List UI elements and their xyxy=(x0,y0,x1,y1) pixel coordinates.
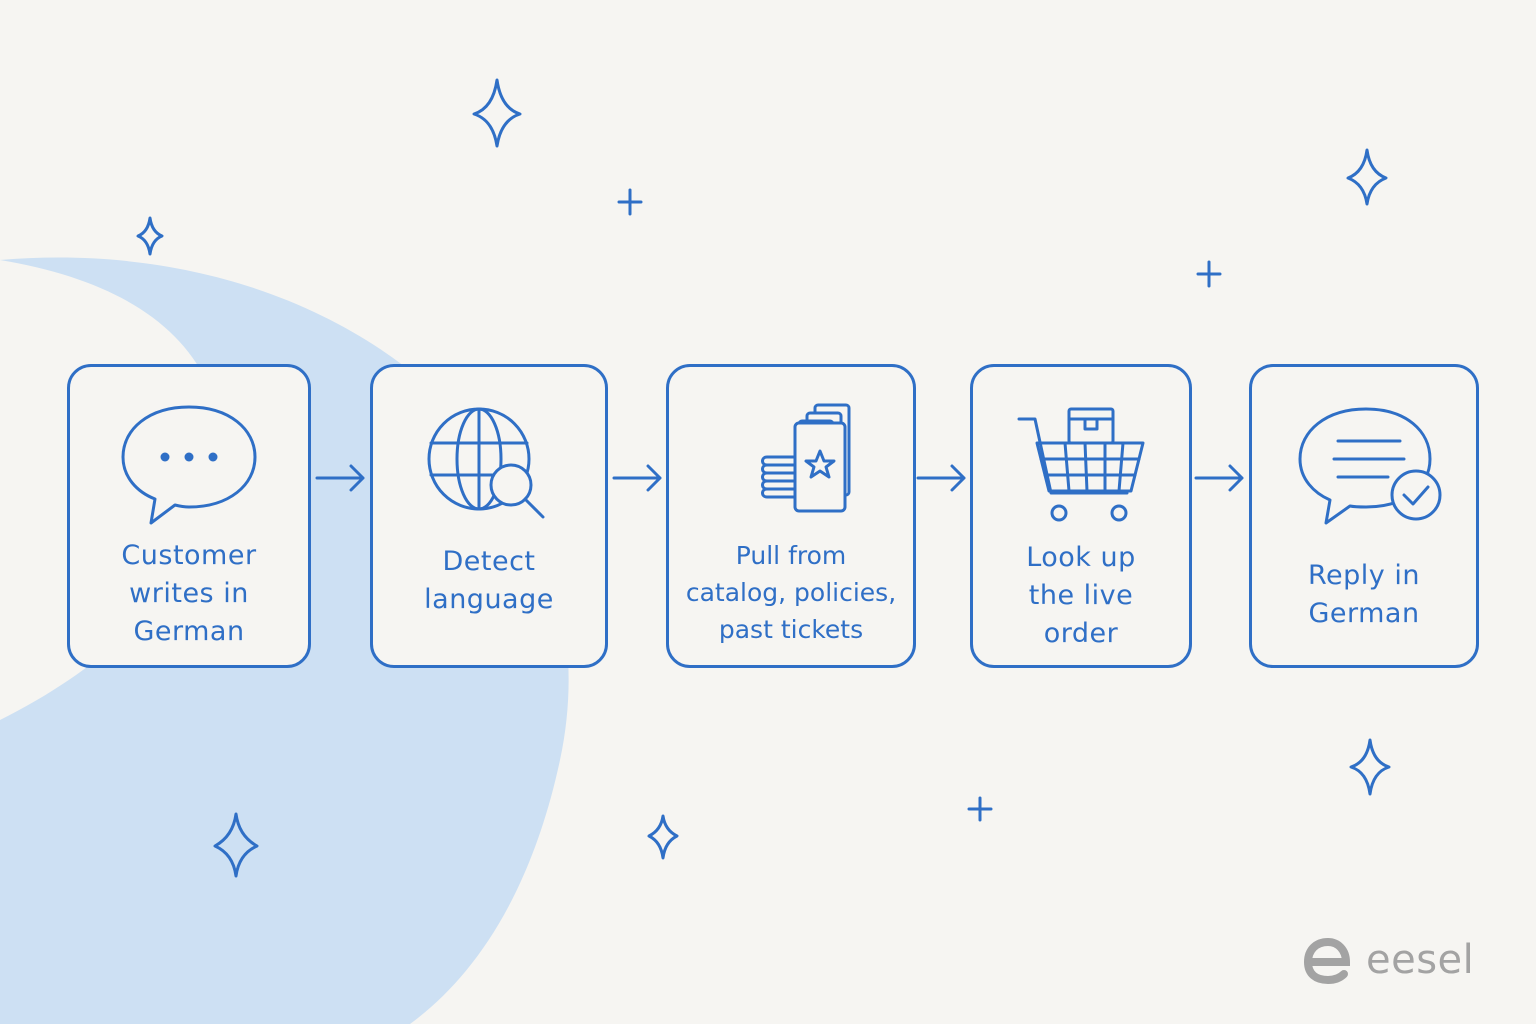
step-label: Customer writes in German xyxy=(121,540,257,647)
flow-arrow xyxy=(612,464,662,492)
step-customer-writes: Customer writes in German xyxy=(67,364,311,668)
brand-logo: eesel xyxy=(1302,930,1474,990)
flow-arrow xyxy=(916,464,966,492)
plus-sparkle-icon xyxy=(967,796,993,822)
step-label: Pull from catalog, policies, past ticket… xyxy=(685,541,897,644)
speech-bubble-dots-icon xyxy=(121,405,257,525)
step-pull-knowledge: Pull from catalog, policies, past ticket… xyxy=(666,364,916,668)
sparkle-icon xyxy=(1346,148,1388,206)
step-label: Look up the live order xyxy=(1026,542,1136,649)
shopping-cart-box-icon xyxy=(1017,407,1145,522)
brand-name: eesel xyxy=(1366,937,1475,983)
sparkle-icon xyxy=(472,78,522,148)
eesel-logo-icon xyxy=(1303,937,1351,985)
sparkle-icon xyxy=(136,216,164,256)
sparkle-icon xyxy=(647,814,679,860)
sparkle-icon xyxy=(213,812,259,878)
step-reply-german: Reply in German xyxy=(1249,364,1479,668)
document-stack-icon xyxy=(761,403,851,513)
flow-arrow xyxy=(1194,464,1244,492)
flow-arrow xyxy=(315,464,365,492)
step-look-up-order: Look up the live order xyxy=(970,364,1192,668)
step-label: Detect language xyxy=(424,546,554,615)
step-label: Reply in German xyxy=(1308,560,1420,629)
plus-sparkle-icon xyxy=(617,188,643,216)
sparkle-icon xyxy=(1349,738,1391,796)
speech-bubble-check-icon xyxy=(1298,407,1442,525)
plus-sparkle-icon xyxy=(1196,260,1222,288)
step-detect-language: Detect language xyxy=(370,364,608,668)
globe-search-icon xyxy=(427,407,545,519)
